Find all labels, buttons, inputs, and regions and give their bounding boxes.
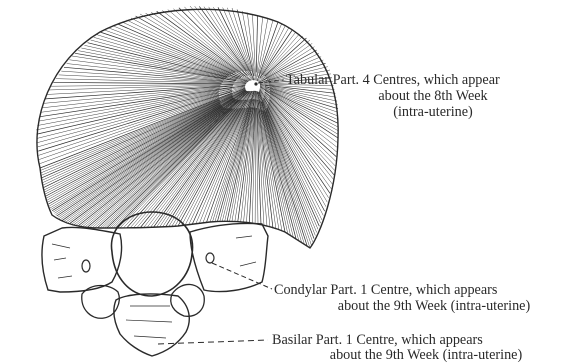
striation-line: [131, 18, 242, 77]
striation-line: [184, 7, 243, 71]
striation-line: [94, 37, 238, 79]
striation-line: [261, 26, 285, 74]
striation-line: [118, 100, 241, 228]
striation-line: [43, 101, 220, 185]
basilar-part-label: Basilar Part. 1 Centre, which appears ab…: [272, 332, 522, 363]
left-condylar-centre: [82, 260, 90, 272]
striation-line: [42, 100, 220, 178]
basilar-label-line-2: about the 9th Week (intra-uterine): [330, 347, 523, 363]
basilar-label-line-1: Basilar Part. 1 Centre, which appears: [272, 332, 483, 348]
tabular-part-bone: [36, 6, 338, 248]
striation-line: [53, 82, 221, 83]
striation-line: [265, 38, 307, 76]
striation-line: [257, 108, 261, 225]
striation-line: [46, 90, 246, 196]
tabular-striations: [36, 6, 338, 248]
tabular-part-label: Tabular Part. 4 Centres, which appear ab…: [286, 72, 500, 120]
right-condylar-centre: [206, 253, 214, 263]
striation-line: [130, 91, 250, 228]
striation-line: [83, 100, 237, 227]
condylar-part-bone: [42, 223, 268, 292]
foramen-magnum: [111, 212, 192, 296]
striation-line: [263, 32, 296, 75]
striation-line: [80, 108, 226, 226]
striation-line: [49, 104, 221, 204]
striation-line: [265, 87, 338, 109]
condylar-part-label: Condylar Part. 1 Centre, which appears a…: [274, 282, 530, 314]
striation-line: [90, 100, 238, 227]
tabular-label-line-2: about the 8th Week: [378, 88, 488, 104]
tabular-label-line-3: (intra-uterine): [393, 104, 473, 120]
striation-line: [38, 95, 219, 147]
tabular-ossification-centre: [254, 82, 257, 85]
striation-line: [47, 97, 233, 200]
striation-line: [263, 99, 321, 223]
tabular-label-line-1: Tabular Part. 4 Centres, which appear: [286, 72, 500, 88]
striation-line: [84, 45, 237, 79]
striation-line: [237, 10, 254, 76]
striation-line: [93, 91, 248, 227]
striation-line: [256, 16, 257, 73]
condylar-label-line-2: about the 9th Week (intra-uterine): [338, 298, 531, 314]
condylar-label-line-1: Condylar Part. 1 Centre, which appears: [274, 282, 498, 298]
striation-line: [267, 108, 320, 226]
striation-line: [41, 87, 232, 112]
